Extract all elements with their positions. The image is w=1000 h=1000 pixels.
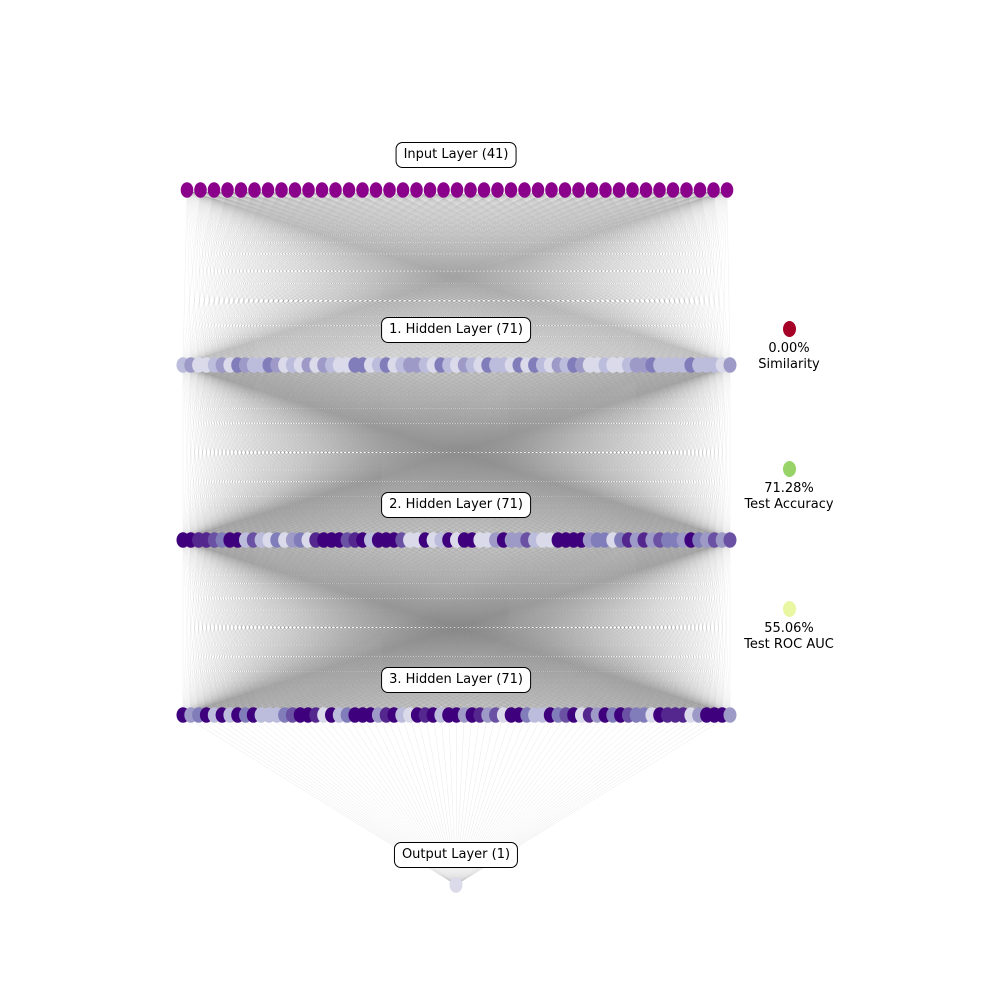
test-accuracy-dot xyxy=(782,461,796,477)
node-layer-0-35 xyxy=(653,182,666,198)
node-layer-0-37 xyxy=(680,182,693,198)
node-layer-0-34 xyxy=(639,182,653,198)
similarity-metric: 0.00% Similarity xyxy=(719,321,859,373)
node-layer-0-9 xyxy=(302,182,315,198)
test-roc-auc-name: Test ROC AUC xyxy=(744,637,834,652)
test-accuracy-metric: 71.28% Test Accuracy xyxy=(719,461,859,513)
node-layer-2-70 xyxy=(723,532,737,548)
edges-layer-0-to-1 xyxy=(182,189,731,366)
neuron-nodes xyxy=(176,182,737,893)
node-layer-0-5 xyxy=(248,182,261,198)
node-layer-0-6 xyxy=(261,182,275,198)
node-layer-0-20 xyxy=(450,182,464,198)
node-layer-0-22 xyxy=(477,182,491,198)
node-layer-0-38 xyxy=(693,182,707,198)
node-layer-0-21 xyxy=(464,182,477,198)
similarity-value: 0.00% xyxy=(768,341,810,356)
edges-layer-1-to-2 xyxy=(182,364,731,541)
hidden-layer-1-label: 1. Hidden Layer (71) xyxy=(381,317,531,343)
node-layer-0-39 xyxy=(707,182,720,198)
test-accuracy-name: Test Accuracy xyxy=(744,497,834,512)
node-layer-0-18 xyxy=(423,182,437,198)
node-layer-0-16 xyxy=(396,182,410,198)
node-layer-0-25 xyxy=(518,182,531,198)
hidden-layer-3-label: 3. Hidden Layer (71) xyxy=(381,667,531,693)
node-layer-0-33 xyxy=(626,182,639,198)
hidden-layer-2-label: 2. Hidden Layer (71) xyxy=(381,492,531,518)
node-layer-0-15 xyxy=(383,182,396,198)
node-layer-0-29 xyxy=(572,182,585,198)
test-accuracy-value: 71.28% xyxy=(764,481,814,496)
test-roc-auc-value: 55.06% xyxy=(764,621,814,636)
similarity-name: Similarity xyxy=(758,357,820,372)
node-layer-0-26 xyxy=(531,182,545,198)
node-layer-0-13 xyxy=(356,182,369,198)
node-layer-0-30 xyxy=(585,182,599,198)
node-layer-0-0 xyxy=(180,182,194,198)
node-layer-0-14 xyxy=(369,182,383,198)
edges-layer-3-to-4 xyxy=(182,714,731,886)
node-layer-0-24 xyxy=(504,182,518,198)
node-layer-0-40 xyxy=(720,182,734,198)
node-layer-0-1 xyxy=(194,182,207,198)
test-roc-auc-dot xyxy=(782,601,796,617)
node-layer-0-11 xyxy=(329,182,342,198)
node-layer-0-7 xyxy=(275,182,288,198)
node-layer-0-19 xyxy=(437,182,450,198)
input-layer-label: Input Layer (41) xyxy=(395,142,517,168)
similarity-dot xyxy=(782,321,796,337)
edges-layer-2-to-3 xyxy=(182,539,731,716)
node-layer-0-3 xyxy=(221,182,234,198)
node-layer-0-8 xyxy=(288,182,302,198)
node-layer-0-2 xyxy=(207,182,221,198)
node-layer-0-31 xyxy=(599,182,612,198)
node-layer-0-10 xyxy=(315,182,329,198)
node-layer-0-23 xyxy=(491,182,504,198)
node-layer-4-0 xyxy=(449,877,463,893)
node-layer-0-4 xyxy=(234,182,248,198)
node-layer-0-27 xyxy=(545,182,558,198)
node-layer-0-17 xyxy=(410,182,423,198)
connection-edges xyxy=(182,189,731,886)
test-roc-auc-metric: 55.06% Test ROC AUC xyxy=(719,601,859,653)
node-layer-0-36 xyxy=(666,182,680,198)
node-layer-0-12 xyxy=(342,182,356,198)
node-layer-0-28 xyxy=(558,182,572,198)
output-layer-label: Output Layer (1) xyxy=(393,842,519,868)
node-layer-0-32 xyxy=(612,182,626,198)
node-layer-3-70 xyxy=(723,707,737,723)
node-layer-1-70 xyxy=(723,357,737,373)
